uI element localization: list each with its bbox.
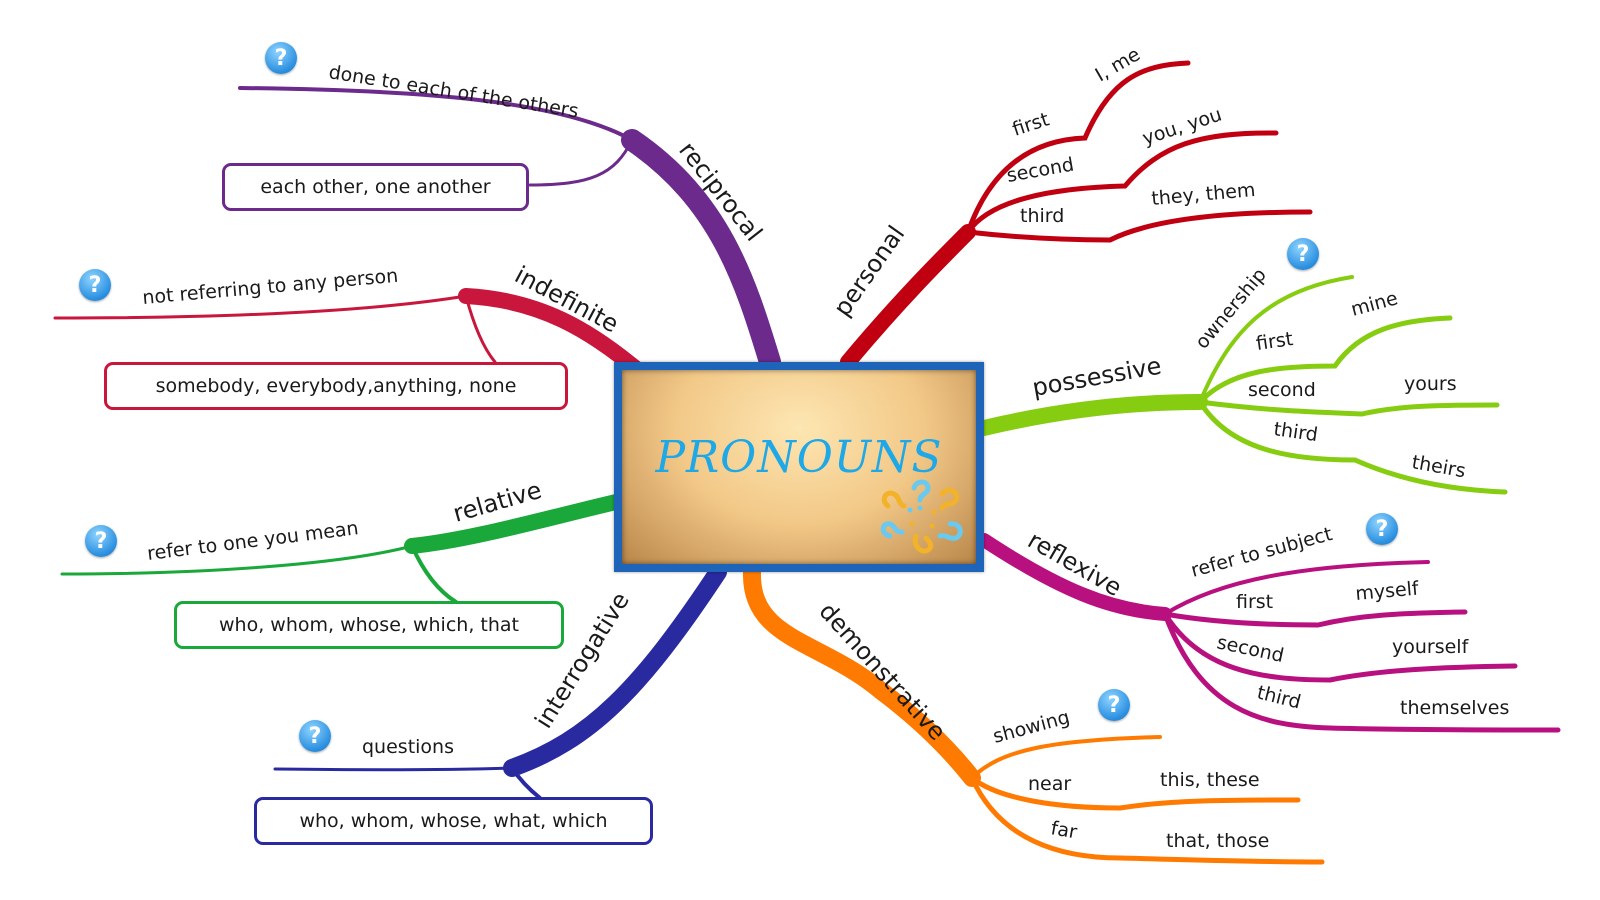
branch-interrogative[interactable] (273, 563, 727, 800)
branch-demonstrative[interactable] (742, 563, 1325, 865)
definition-reflexive: refer to subject (1189, 523, 1335, 582)
reflexive-first-form: myself (1355, 577, 1421, 605)
possessive-second-form: yours (1404, 373, 1457, 395)
question-marks-icon (880, 479, 963, 554)
reflexive-second-label: second (1215, 631, 1286, 667)
examples-interrogative[interactable]: who, whom, whose, what, which (254, 797, 653, 845)
possessive-third-form: theirs (1410, 451, 1467, 482)
definition-interrogative: questions (362, 736, 454, 758)
demonstrative-near-label: near (1028, 773, 1071, 795)
personal-third-form: they, them (1151, 179, 1257, 210)
branch-relative[interactable] (60, 494, 624, 604)
demonstrative-far-label: far (1049, 817, 1079, 843)
demonstrative-near-form: this, these (1160, 769, 1260, 791)
possessive-first-label: first (1255, 328, 1295, 355)
personal-first-label: first (1010, 108, 1052, 140)
help-icon-reflexive[interactable]: ? (1366, 513, 1398, 545)
definition-relative: refer to one you mean (146, 517, 360, 565)
reflexive-second-form: yourself (1392, 636, 1470, 658)
help-icon-possessive[interactable]: ? (1287, 238, 1319, 270)
examples-indefinite[interactable]: somebody, everybody,anything, none (104, 362, 568, 410)
personal-third-label: third (1020, 205, 1064, 227)
branch-indefinite[interactable] (53, 288, 648, 380)
possessive-second-label: second (1248, 379, 1316, 401)
label-possessive: possessive (1030, 352, 1163, 402)
branch-reflexive[interactable] (977, 533, 1561, 733)
central-topic-title: PRONOUNS (655, 432, 943, 483)
central-topic[interactable]: PRONOUNS (614, 362, 984, 572)
reflexive-third-form: themselves (1400, 697, 1509, 719)
help-icon-relative[interactable]: ? (85, 525, 117, 557)
possessive-third-label: third (1272, 418, 1319, 446)
examples-reciprocal[interactable]: each other, one another (222, 163, 529, 211)
demonstrative-far-form: that, those (1166, 830, 1269, 852)
branch-possessive[interactable] (976, 275, 1508, 495)
reflexive-third-label: third (1255, 682, 1303, 714)
branch-reciprocal[interactable] (238, 86, 781, 373)
definition-demonstrative: showing (991, 706, 1073, 748)
definition-indefinite: not referring to any person (142, 265, 399, 309)
help-icon-interrogative[interactable]: ? (299, 720, 331, 752)
help-icon-indefinite[interactable]: ? (79, 269, 111, 301)
label-demonstrative: demonstrative (814, 597, 952, 746)
central-topic-panel: PRONOUNS (622, 370, 976, 564)
help-icon-demonstrative[interactable]: ? (1098, 689, 1130, 721)
personal-first-form: I, me (1092, 43, 1144, 86)
examples-relative[interactable]: who, whom, whose, which, that (174, 601, 564, 649)
possessive-first-form: mine (1349, 287, 1401, 321)
reflexive-first-label: first (1236, 591, 1273, 613)
branch-personal[interactable] (840, 60, 1313, 370)
help-icon-reciprocal[interactable]: ? (265, 42, 297, 74)
